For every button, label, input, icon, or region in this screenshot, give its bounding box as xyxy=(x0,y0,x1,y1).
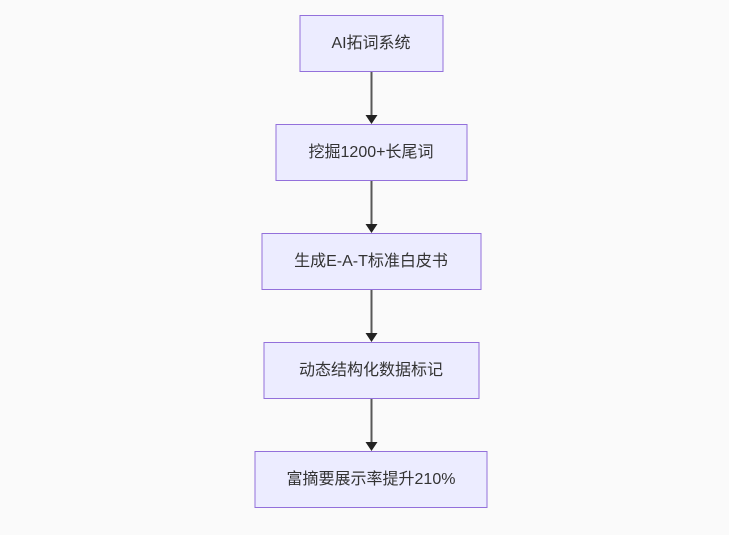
arrow-down-icon xyxy=(364,72,378,124)
node-label: AI拓词系统 xyxy=(331,34,411,52)
flow-node-eat-whitepaper: 生成E-A-T标准白皮书 xyxy=(261,233,481,290)
node-label: 动态结构化数据标记 xyxy=(298,361,443,379)
arrow-down-icon xyxy=(364,290,378,342)
flowchart: AI拓词系统 挖掘1200+长尾词 生成E-A-T标准白皮书 动态结构化数据标记 xyxy=(254,15,488,508)
flow-node-longtail-mining: 挖掘1200+长尾词 xyxy=(275,124,467,181)
arrow-head-icon xyxy=(365,115,377,124)
flow-node-structured-data-markup: 动态结构化数据标记 xyxy=(263,342,479,399)
node-label: 挖掘1200+长尾词 xyxy=(308,143,434,161)
arrow-line xyxy=(370,181,372,228)
arrow-line xyxy=(370,399,372,446)
arrow-head-icon xyxy=(365,224,377,233)
node-label: 生成E-A-T标准白皮书 xyxy=(294,252,448,270)
flow-node-ai-keyword-system: AI拓词系统 xyxy=(299,15,443,72)
arrow-head-icon xyxy=(365,442,377,451)
arrow-line xyxy=(370,290,372,337)
flow-node-rich-snippet-result: 富摘要展示率提升210% xyxy=(254,451,488,508)
arrow-down-icon xyxy=(364,399,378,451)
node-label: 富摘要展示率提升210% xyxy=(286,470,456,488)
arrow-down-icon xyxy=(364,181,378,233)
arrow-head-icon xyxy=(365,333,377,342)
arrow-line xyxy=(370,72,372,119)
